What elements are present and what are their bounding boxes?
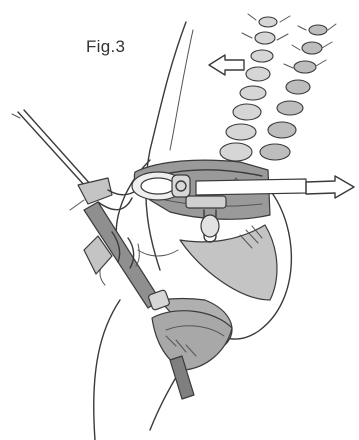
pull-left-arrow-icon (209, 55, 244, 75)
thigh-cuff (152, 311, 232, 399)
pull-right-arrow-icon (306, 176, 354, 198)
spine-icon (220, 14, 336, 161)
tension-cord (12, 110, 134, 210)
figure-label: Fig.3 (86, 37, 125, 57)
